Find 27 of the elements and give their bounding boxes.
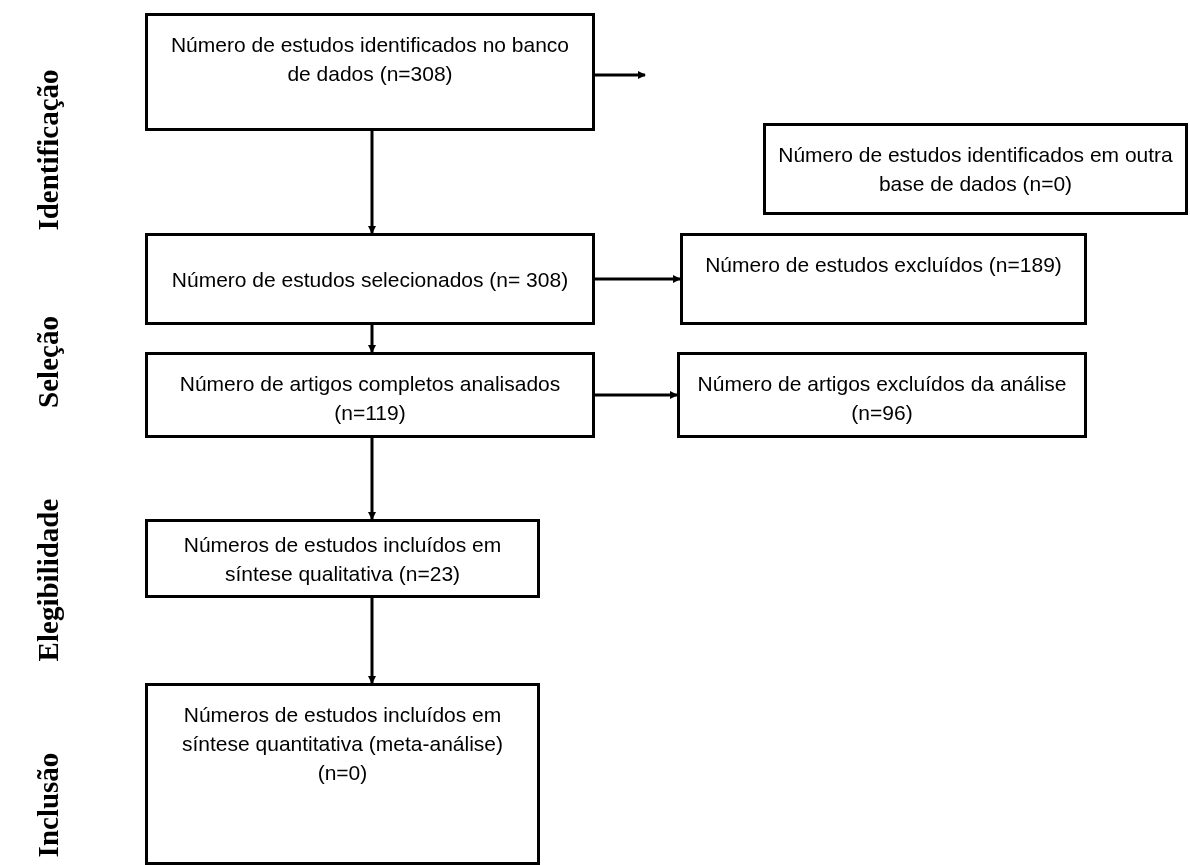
box-text: Número de estudos selecionados (n= 308): [171, 266, 569, 293]
box-text: Números de estudos incluídos em síntese qualitativa (n=23): [182, 531, 503, 587]
arrow: [368, 325, 376, 353]
process-box: [145, 13, 595, 131]
stage-label: Seleção: [31, 316, 65, 408]
box-text: Números de estudos incluídos em síntese quantitativa (meta-análise) (n=0): [181, 702, 504, 786]
process-box: [145, 352, 595, 438]
stage-label: Elegibilidade: [31, 498, 65, 662]
stage-label: Inclusão: [31, 752, 65, 858]
process-box: [680, 233, 1087, 325]
arrow: [368, 598, 376, 684]
arrow: [595, 71, 646, 79]
arrow: [595, 275, 681, 283]
process-box: [145, 519, 540, 598]
process-box: [763, 123, 1188, 215]
box-text: Número de estudos identificados em outra base de dados (n=0): [777, 142, 1174, 197]
box-text: Número de estudos excluídos (n=189): [705, 252, 1062, 278]
box-text: Número de estudos identificados no banco de dados (n=308): [169, 32, 571, 87]
box-text: Número de artigos excluídos da análise (n=96): [696, 371, 1068, 426]
process-box: [145, 683, 540, 865]
box-text: Número de artigos completos analisados (n=119): [178, 371, 562, 426]
stage-label: Identificação: [31, 69, 65, 231]
process-box: [677, 352, 1087, 438]
arrow: [595, 391, 678, 399]
process-box: [145, 233, 595, 325]
arrow: [368, 131, 376, 234]
arrow: [368, 438, 376, 520]
